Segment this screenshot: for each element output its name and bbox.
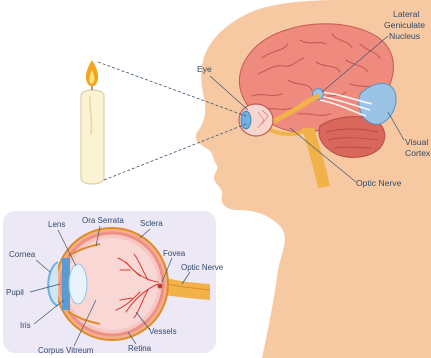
label-lgn-line2: Geniculate [384,20,425,30]
label-eye: Eye [197,64,212,74]
inset-lens [69,264,87,304]
label-corpus-vitreum: Corpus Vitreum [38,346,94,355]
label-lgn-line3: Nucleus [389,31,420,41]
inset-fovea [158,284,163,289]
label-iris: Iris [20,321,31,330]
label-visual-line2: Cortex [405,148,431,158]
candle-body [81,90,104,184]
label-cornea: Cornea [9,250,36,259]
label-lens: Lens [48,220,65,229]
label-visual-line1: Visual [405,137,428,147]
label-optic-nerve-main: Optic Nerve [356,178,402,188]
label-lgn-line1: Lateral [393,9,419,19]
label-fovea: Fovea [163,249,186,258]
label-retina: Retina [128,344,152,353]
label-vessels: Vessels [149,327,177,336]
label-pupil: Pupil [6,288,24,297]
label-optic-nerve-inset: Optic Nerve [181,263,224,272]
main-eye-iris [241,111,251,129]
label-sclera: Sclera [140,219,163,228]
label-ora-serrata: Ora Serrata [82,216,124,225]
